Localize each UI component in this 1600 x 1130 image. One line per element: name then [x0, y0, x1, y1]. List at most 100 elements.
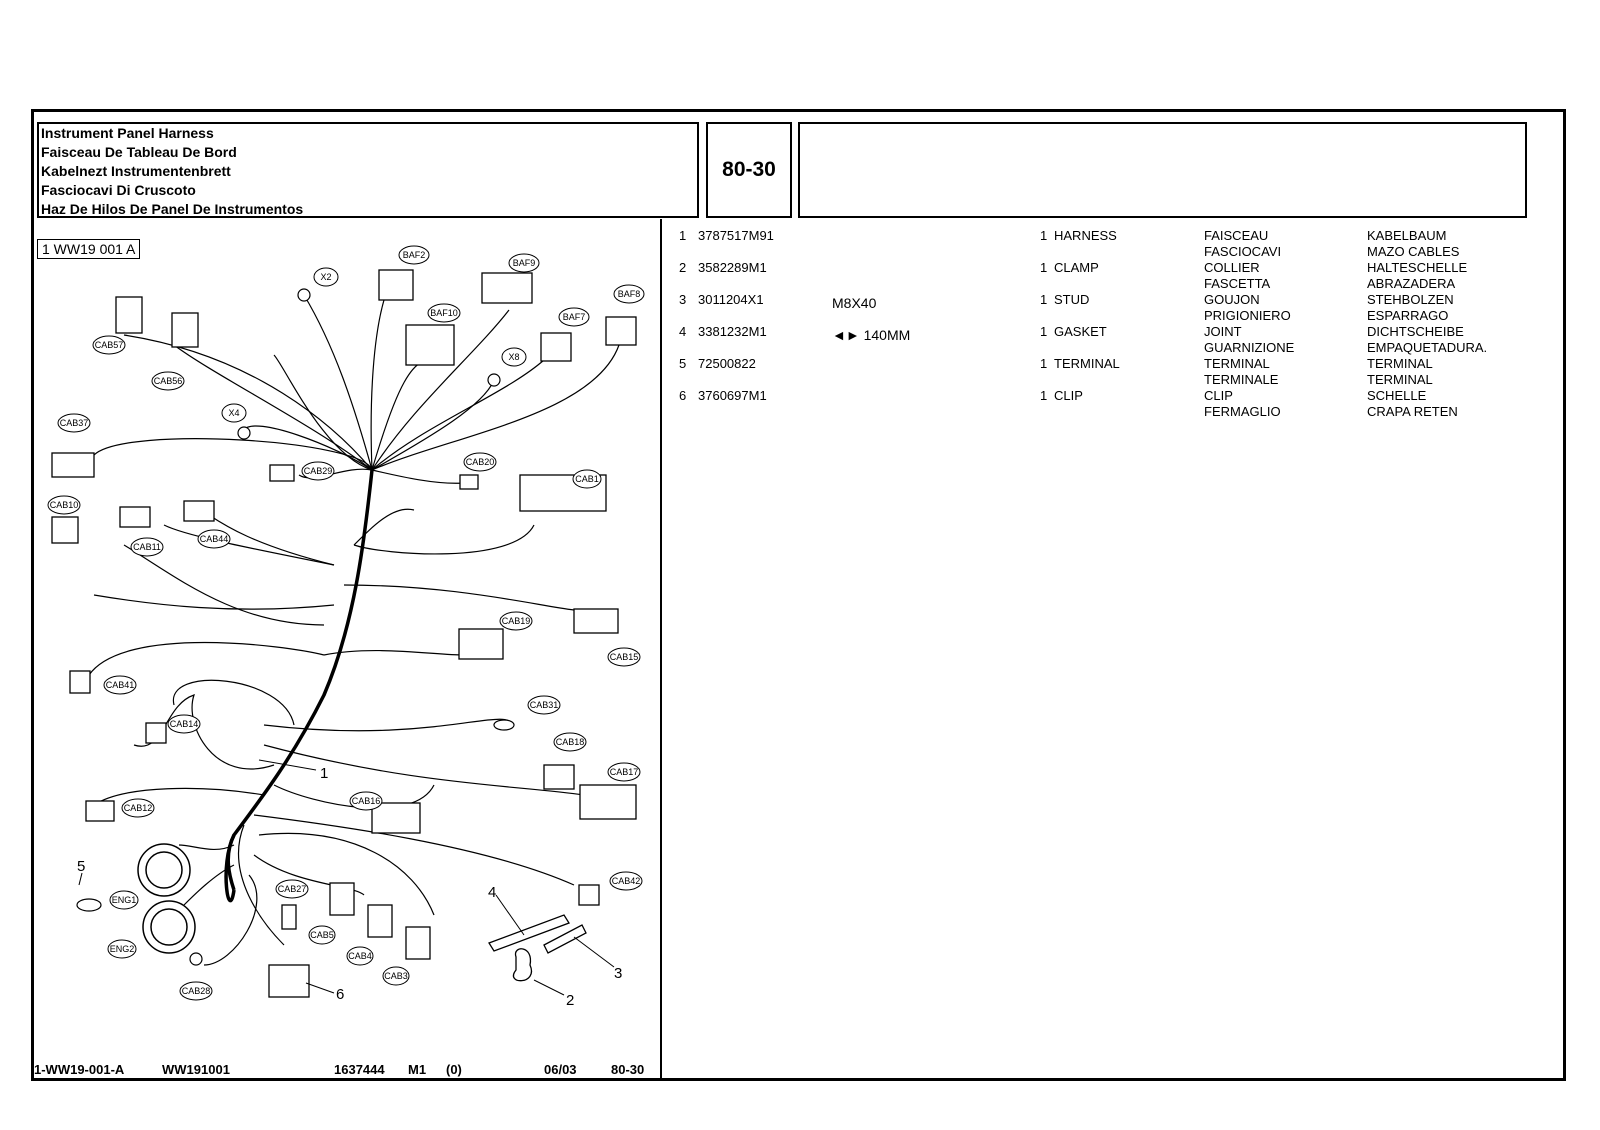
part-qty: 1 — [1040, 356, 1048, 371]
parts-row: 6 3760697M1 1 CLIP CLIP FERMAGLIO SCHELL… — [672, 388, 1552, 420]
svg-text:CAB11: CAB11 — [133, 542, 161, 552]
callout-2: 2 — [566, 992, 574, 1009]
part-name-it: FASCETTA — [1204, 276, 1271, 291]
svg-text:CAB37: CAB37 — [60, 418, 89, 428]
part-name-fr: CLIP — [1204, 388, 1233, 403]
label-cab41: CAB41 — [103, 675, 137, 695]
svg-text:CAB16: CAB16 — [352, 796, 381, 806]
column-divider — [660, 219, 662, 1079]
callout-5: 5 — [77, 858, 85, 875]
svg-text:CAB29: CAB29 — [304, 466, 333, 476]
part-name-es: ESPARRAGO — [1367, 308, 1449, 323]
label-eng2: ENG2 — [107, 939, 137, 959]
title-de: Kabelnezt Instrumentenbrett — [41, 163, 231, 179]
part-spec: ◄► 140MM — [832, 327, 911, 343]
part-qty: 1 — [1040, 260, 1048, 275]
part-name-de: KABELBAUM — [1367, 228, 1447, 243]
part-name-en: CLIP — [1054, 388, 1083, 403]
svg-text:CAB5: CAB5 — [310, 930, 334, 940]
part-name-es: ABRAZADERA — [1367, 276, 1456, 291]
svg-text:BAF9: BAF9 — [513, 258, 536, 268]
part-name-es: TERMINAL — [1367, 372, 1433, 387]
parts-row: 4 3381232M1 ◄► 140MM 1 GASKET JOINT GUAR… — [672, 324, 1552, 356]
parts-row: 3 3011204X1 M8X40 1 STUD GOUJON PRIGIONI… — [672, 292, 1552, 324]
label-cab27: CAB27 — [275, 879, 309, 899]
part-qty: 1 — [1040, 228, 1048, 243]
label-cab15: CAB15 — [607, 647, 641, 667]
label-cab11: CAB11 — [130, 537, 164, 557]
label-cab29: CAB29 — [301, 461, 335, 481]
svg-text:CAB41: CAB41 — [106, 680, 135, 690]
part-number: 3011204X1 — [698, 292, 764, 307]
label-cab10: CAB10 — [47, 495, 81, 515]
title-block: Instrument Panel Harness Faisceau De Tab… — [37, 122, 699, 218]
svg-text:X8: X8 — [508, 352, 519, 362]
label-cab18: CAB18 — [553, 732, 587, 752]
part-name-de: TERMINAL — [1367, 356, 1433, 371]
svg-text:CAB17: CAB17 — [610, 767, 639, 777]
part-spec: M8X40 — [832, 295, 877, 311]
item-number: 4 — [679, 324, 687, 339]
part-number: 3760697M1 — [698, 388, 767, 403]
item-number: 5 — [679, 356, 687, 371]
part-number: 3787517M91 — [698, 228, 774, 243]
callout-4: 4 — [488, 884, 496, 901]
part-name-de: HALTESCHELLE — [1367, 260, 1468, 275]
callout-1: 1 — [320, 765, 328, 782]
part-qty: 1 — [1040, 292, 1048, 307]
part-name-en: GASKET — [1054, 324, 1107, 339]
label-cab56: CAB56 — [151, 371, 185, 391]
part-name-en: TERMINAL — [1054, 356, 1120, 371]
part-name-en: CLAMP — [1054, 260, 1099, 275]
label-cab5: CAB5 — [308, 925, 336, 945]
part-name-fr: TERMINAL — [1204, 356, 1270, 371]
label-x2: X2 — [313, 267, 339, 287]
parts-row: 5 72500822 1 TERMINAL TERMINAL TERMINALE… — [672, 356, 1552, 388]
part-name-it: FASCIOCAVI — [1204, 244, 1282, 259]
parts-list: 1 3787517M91 1 HARNESS FAISCEAU FASCIOCA… — [672, 228, 1552, 420]
part-name-en: HARNESS — [1054, 228, 1117, 243]
label-eng1: ENG1 — [109, 890, 139, 910]
svg-text:CAB4: CAB4 — [348, 951, 372, 961]
header-blank-box — [798, 122, 1527, 218]
callout-3: 3 — [614, 965, 622, 982]
svg-text:CAB1: CAB1 — [575, 474, 599, 484]
label-baf10: BAF10 — [427, 303, 461, 323]
svg-text:CAB3: CAB3 — [384, 971, 408, 981]
part-name-es: MAZO CABLES — [1367, 244, 1460, 259]
svg-text:CAB28: CAB28 — [182, 986, 211, 996]
footer-date: 06/03 — [544, 1062, 577, 1077]
svg-text:X4: X4 — [228, 408, 239, 418]
part-name-de: SCHELLE — [1367, 388, 1427, 403]
label-baf8: BAF8 — [613, 284, 645, 304]
label-cab17: CAB17 — [607, 762, 641, 782]
part-name-it: FERMAGLIO — [1204, 404, 1281, 419]
label-baf2: BAF2 — [398, 245, 430, 265]
parts-row: 2 3582289M1 1 CLAMP COLLIER FASCETTA HAL… — [672, 260, 1552, 292]
title-es: Haz De Hilos De Panel De Instrumentos — [41, 201, 304, 217]
part-number: 3582289M1 — [698, 260, 767, 275]
part-name-es: CRAPA RETEN — [1367, 404, 1458, 419]
label-cab31: CAB31 — [527, 695, 561, 715]
footer-ref: 1-WW19-001-A — [34, 1062, 125, 1077]
svg-text:ENG2: ENG2 — [110, 944, 135, 954]
callout-6: 6 — [336, 986, 344, 1003]
item-number: 6 — [679, 388, 687, 403]
label-cab16: CAB16 — [349, 791, 383, 811]
footer-rev: (0) — [446, 1062, 462, 1077]
item-number: 1 — [679, 228, 687, 243]
part-number: 72500822 — [698, 356, 756, 371]
footer-section: 80-30 — [611, 1062, 645, 1077]
svg-text:BAF7: BAF7 — [563, 312, 586, 322]
svg-text:CAB27: CAB27 — [278, 884, 307, 894]
label-cab14: CAB14 — [167, 714, 201, 734]
label-cab28: CAB28 — [179, 981, 213, 1001]
part-name-fr: JOINT — [1204, 324, 1242, 339]
title-en: Instrument Panel Harness — [41, 125, 214, 141]
label-x8: X8 — [501, 347, 527, 367]
part-qty: 1 — [1040, 324, 1048, 339]
label-cab4: CAB4 — [346, 946, 374, 966]
svg-text:CAB15: CAB15 — [610, 652, 639, 662]
svg-text:CAB56: CAB56 — [154, 376, 183, 386]
svg-text:BAF10: BAF10 — [430, 308, 458, 318]
